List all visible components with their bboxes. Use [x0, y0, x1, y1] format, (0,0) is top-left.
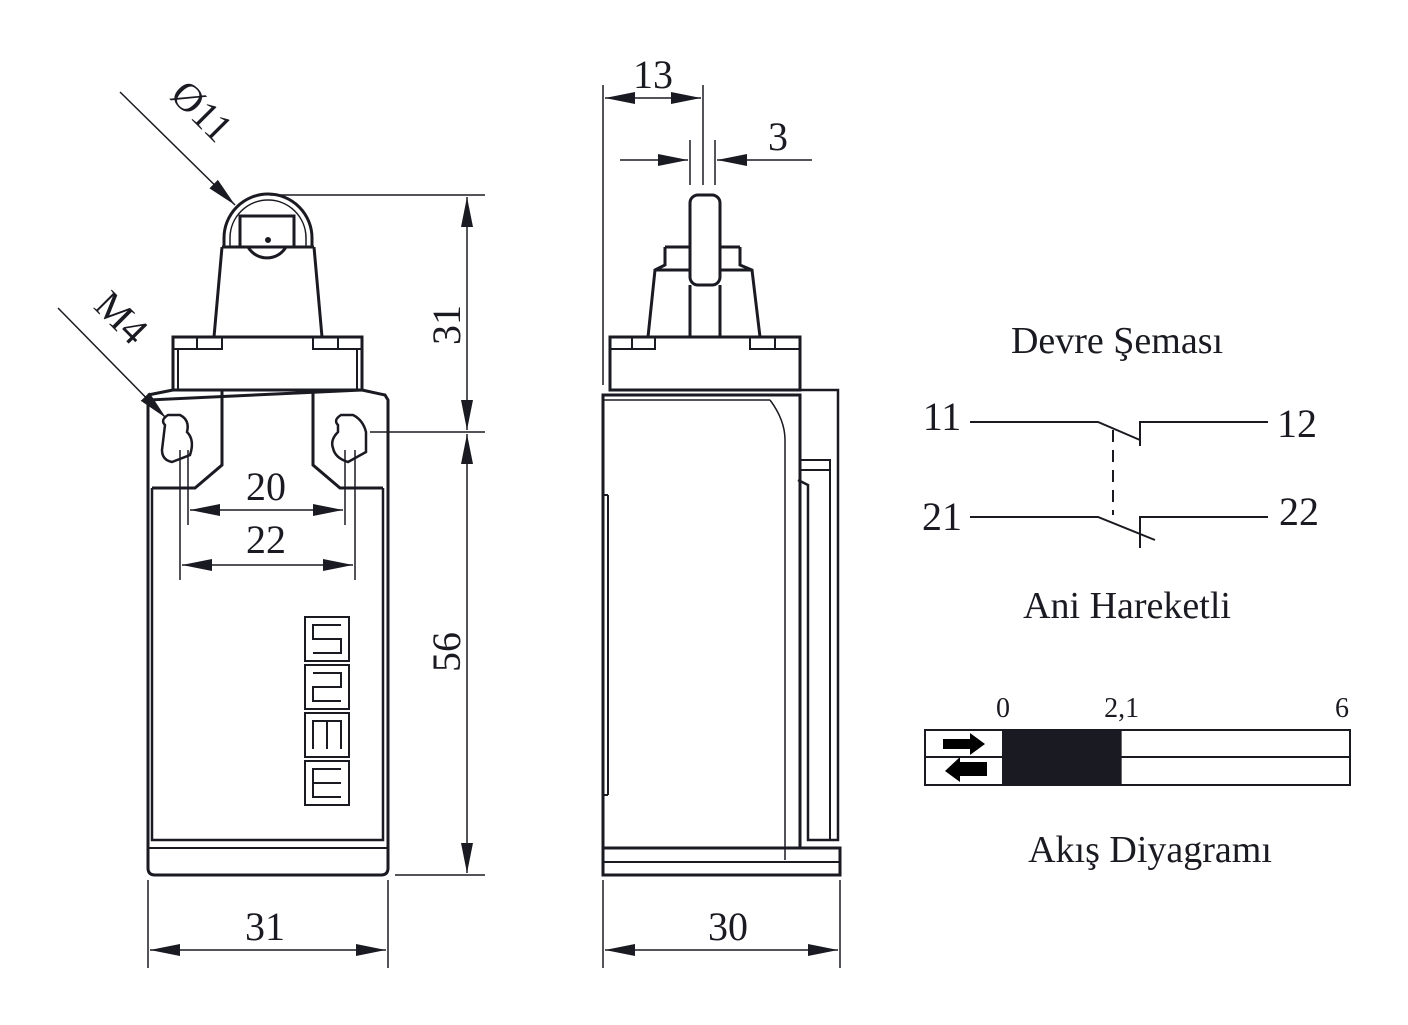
- dim-hole-spacing-outer: 22: [246, 517, 286, 562]
- head-plate: [171, 335, 364, 392]
- arrow-left-icon: [945, 757, 987, 782]
- emas-logo: [304, 616, 350, 806]
- side-roller: [688, 193, 722, 287]
- flow-diagram: [924, 729, 1351, 786]
- terminal-11: 11: [923, 394, 962, 439]
- roller: [222, 192, 314, 247]
- circuit-title: Devre Şeması: [1011, 320, 1223, 362]
- dim-roller-diameter: Ø11: [162, 71, 241, 150]
- arrow-right-icon: [943, 733, 985, 755]
- mounting-hole-right: [330, 413, 368, 464]
- side-view: [601, 193, 842, 877]
- circuit-schematic: [970, 421, 1268, 548]
- flow-tick-0: 0: [996, 693, 1010, 724]
- dim-thread: M4: [86, 282, 157, 353]
- circuit-subtitle: Ani Hareketli: [1023, 585, 1231, 627]
- dim-front-width: 31: [245, 904, 285, 949]
- flow-title: Akış Diyagramı: [1028, 829, 1272, 871]
- dim-depth: 30: [708, 904, 748, 949]
- side-dimensions: [602, 85, 841, 968]
- body-outline: [146, 388, 390, 877]
- dim-head-height: 31: [424, 305, 469, 345]
- front-view: [146, 192, 390, 877]
- side-body: [601, 393, 802, 850]
- flow-tick-6: 6: [1335, 693, 1349, 724]
- plunger-stem: [212, 245, 324, 338]
- terminal-21: 21: [922, 494, 962, 539]
- dim-roller-width: 3: [768, 114, 788, 159]
- dim-offset: 13: [633, 52, 673, 97]
- side-head: [608, 335, 802, 392]
- dim-body-height: 56: [424, 632, 469, 672]
- side-stem: [646, 245, 762, 338]
- terminal-22: 22: [1279, 489, 1319, 534]
- dim-hole-spacing-inner: 20: [246, 464, 286, 509]
- front-dimensions: [57, 91, 485, 968]
- flow-tick-2-1: 2,1: [1104, 693, 1139, 724]
- terminal-12: 12: [1277, 401, 1317, 446]
